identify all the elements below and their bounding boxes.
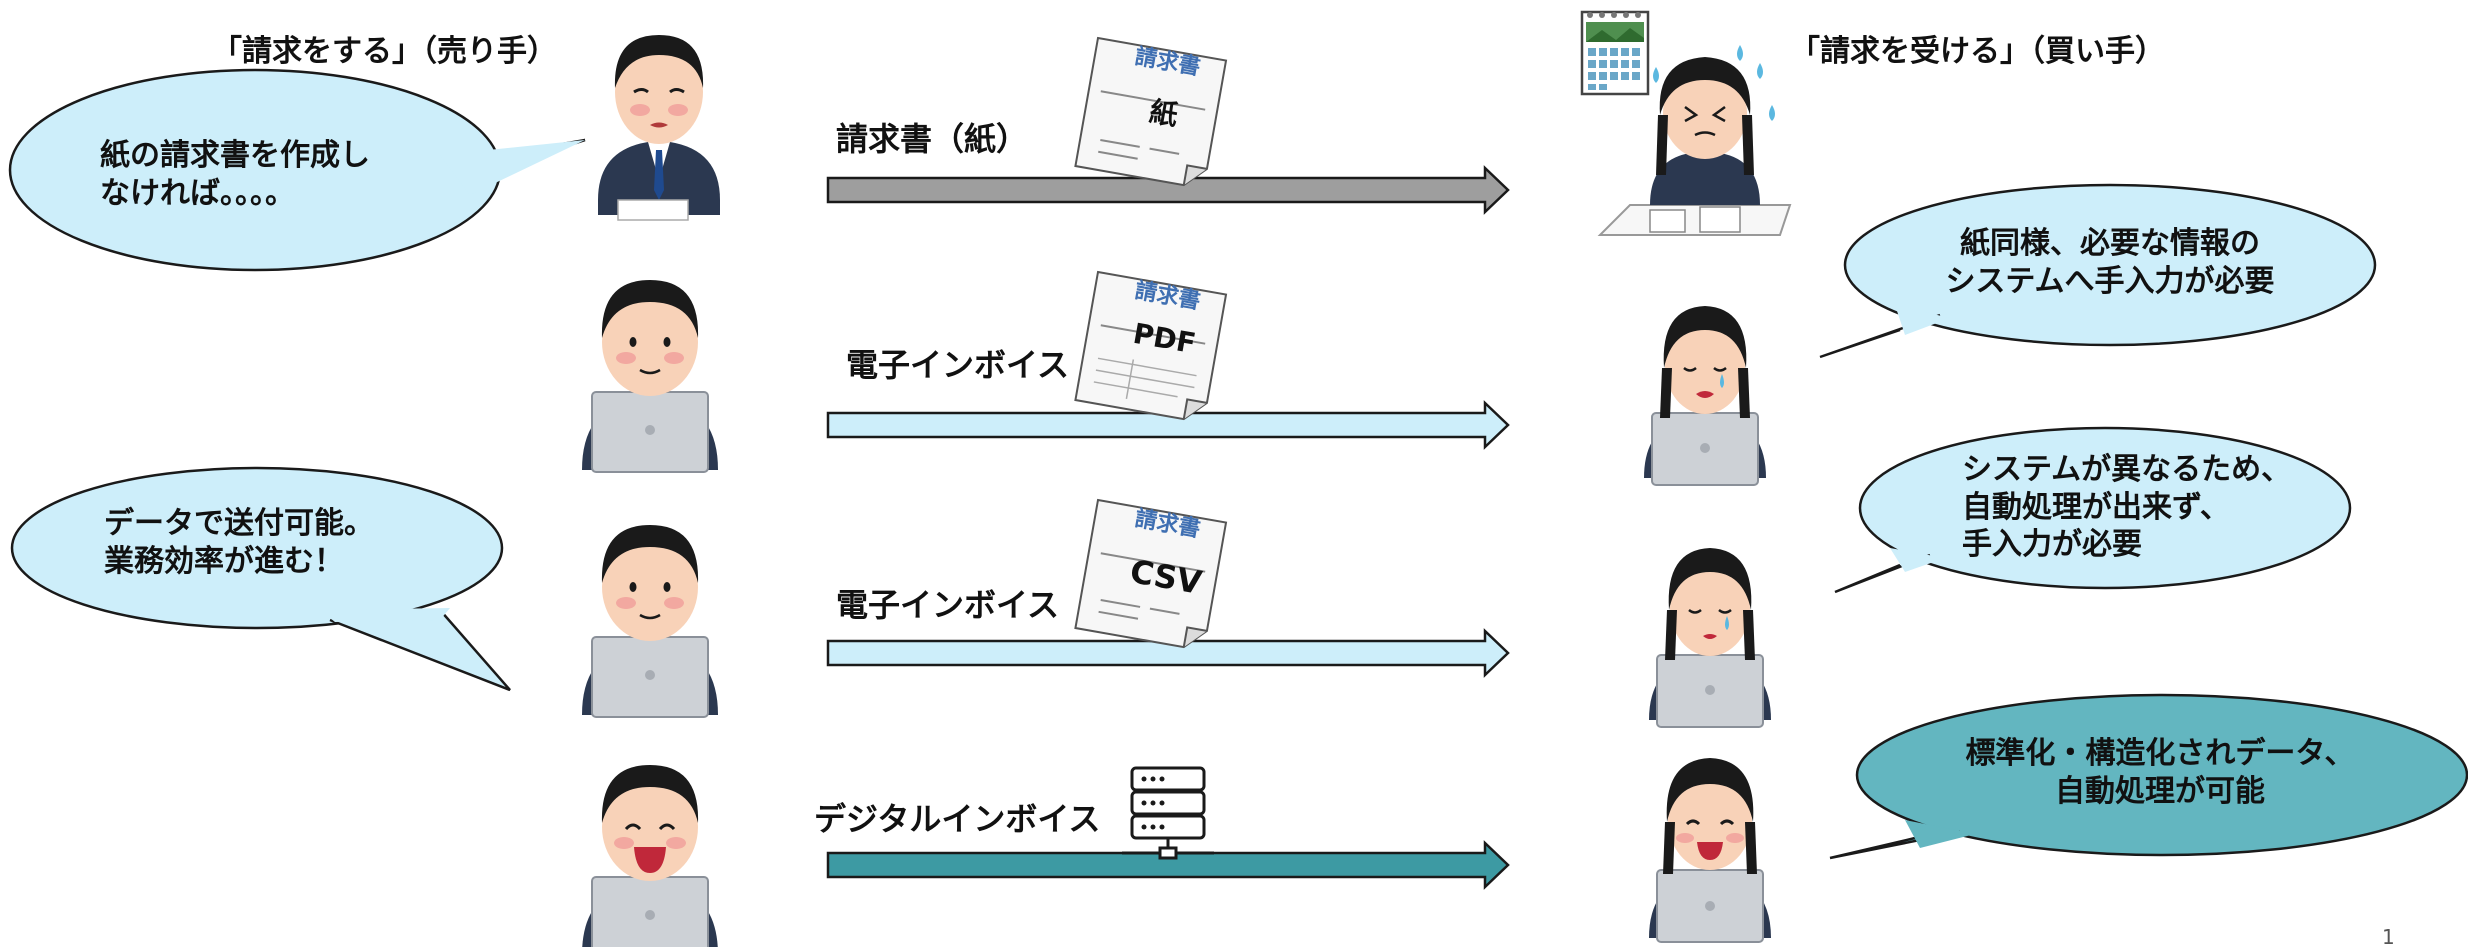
- calendar-icon: [1580, 10, 1650, 96]
- buyer-header: 「請求を受ける」（買い手）: [1790, 34, 2165, 69]
- bubble-seller-paper-shape: [8, 68, 586, 272]
- bubble-buyer-pdf-shape: [1819, 183, 2377, 359]
- document-icon: [1074, 270, 1228, 421]
- row-label-csv: 電子インボイス: [836, 586, 1060, 624]
- arrow-digital: [826, 840, 1510, 890]
- bubble-buyer-pdf: 紙同様、必要な情報の システムへ手入力が必要: [1945, 226, 2275, 299]
- seller-man-laptop-avatar: [582, 765, 718, 947]
- arrow-paper: [826, 165, 1510, 215]
- seller-man-writing-avatar: [598, 35, 720, 221]
- buyer-woman-desk-avatar: [1597, 45, 1792, 236]
- bubble-seller-data-shape: [10, 466, 511, 692]
- page-number: 1: [2382, 925, 2395, 949]
- arrow-pdf: [826, 400, 1510, 450]
- buyer-woman-happy-avatar: [1649, 758, 1771, 943]
- bubble-buyer-csv: システムが異なるため、 自動処理が出来ず、 手入力が必要: [1962, 452, 2292, 562]
- row-label-digital: デジタルインボイス: [814, 800, 1101, 838]
- bubble-seller-data: データで送付可能。 業務効率が進む！: [104, 506, 374, 579]
- bubble-buyer-digital: 標準化・構造化されデータ、 自動処理が可能: [1965, 736, 2355, 809]
- row-label-paper: 請求書（紙）: [836, 120, 1029, 158]
- seller-man-laptop-avatar: [582, 280, 718, 473]
- document-icon: [1074, 498, 1228, 649]
- row-label-pdf: 電子インボイス: [846, 346, 1070, 384]
- arrow-csv: [826, 628, 1510, 678]
- buyer-woman-crying-avatar: [1644, 306, 1766, 486]
- bubble-buyer-csv-shape: [1834, 426, 2352, 594]
- bubble-seller-paper: 紙の請求書を作成し なければ。。。。: [100, 138, 370, 211]
- seller-man-laptop-avatar: [582, 525, 718, 718]
- server-icon: [1122, 766, 1214, 860]
- buyer-woman-crying-avatar: [1649, 548, 1771, 728]
- document-icon: [1074, 36, 1228, 187]
- bubble-buyer-digital-shape: [1829, 693, 2468, 860]
- seller-header: 「請求をする」（売り手）: [212, 34, 557, 69]
